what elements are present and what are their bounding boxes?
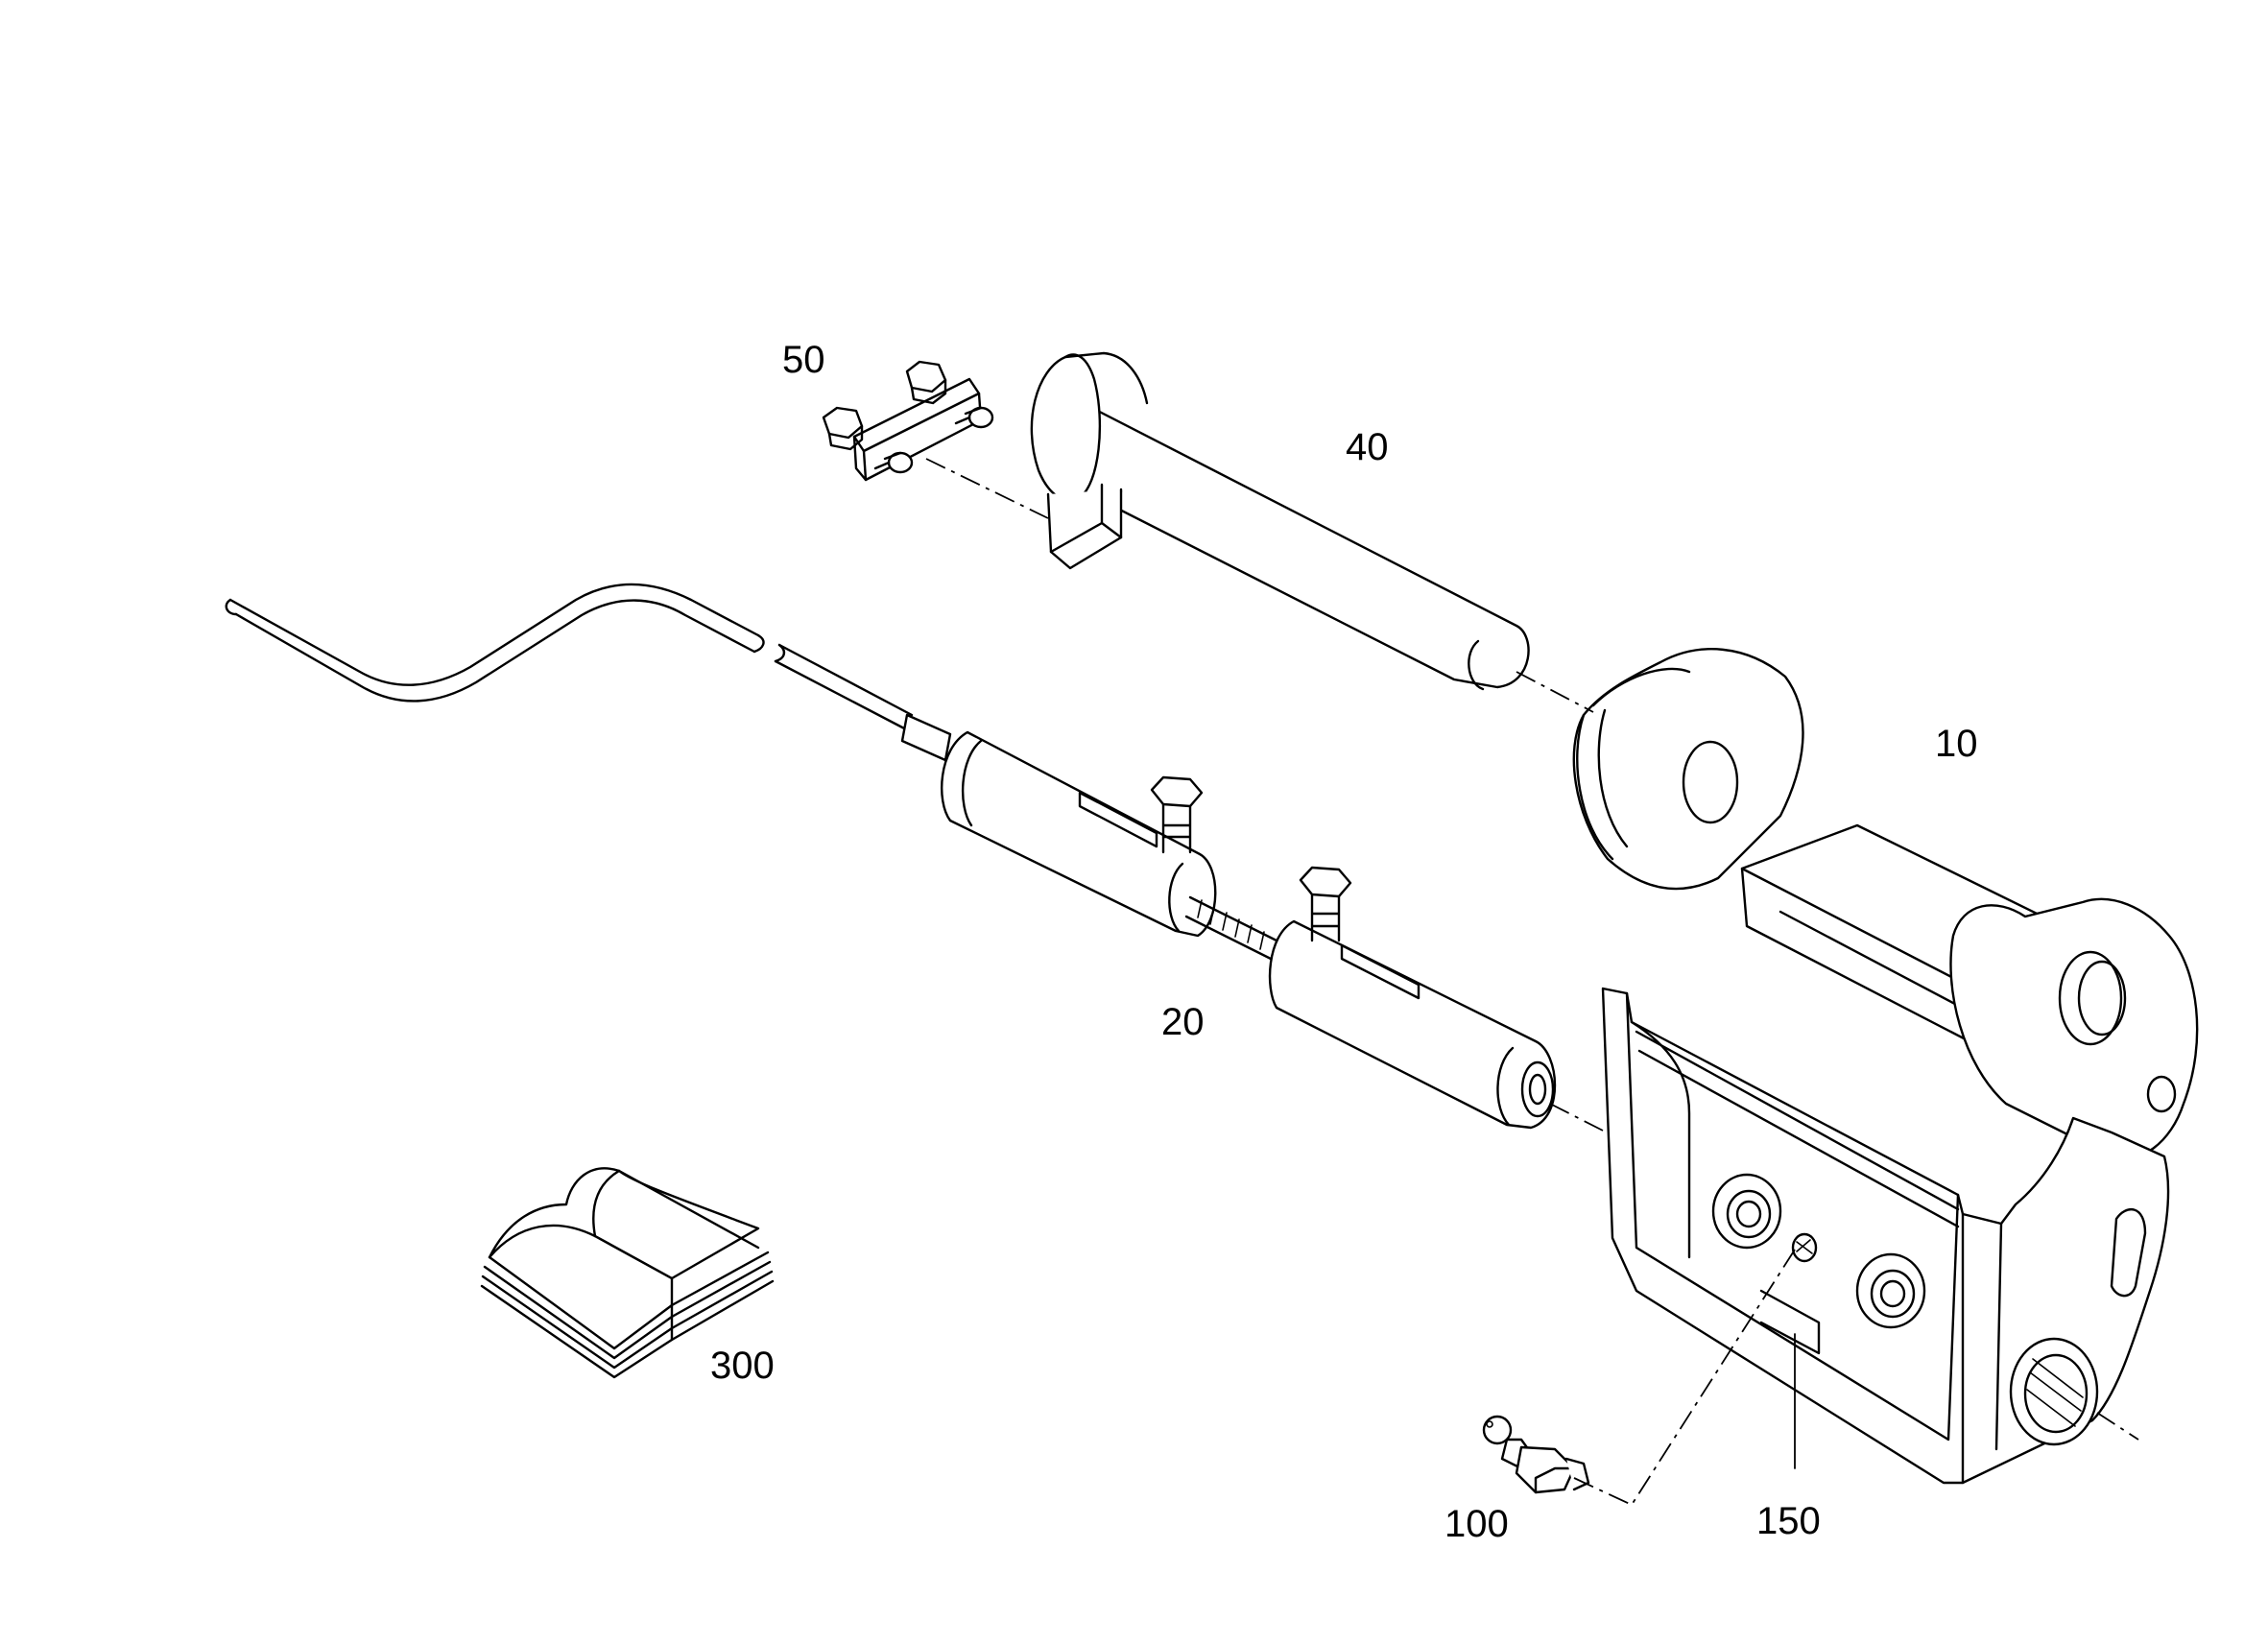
leader-lines <box>925 458 2139 1507</box>
callout-part-40: 40 <box>1346 426 1389 468</box>
callout-part-10: 10 <box>1935 723 1978 765</box>
callout-part-100: 100 <box>1444 1503 1509 1545</box>
part-300-manual-book <box>480 1167 775 1379</box>
callout-part-300: 300 <box>710 1345 775 1387</box>
part-40-pin <box>1030 351 1530 691</box>
part-10-housing <box>1572 648 2199 1485</box>
part-50-clamp-plate <box>822 360 994 482</box>
part-100-grease-nipple <box>1482 1415 1590 1494</box>
part-20-cable-assembly <box>225 583 1557 1130</box>
callout-part-150: 150 <box>1756 1500 1821 1542</box>
callout-part-50: 50 <box>782 339 825 381</box>
callout-part-20: 20 <box>1161 1001 1205 1043</box>
